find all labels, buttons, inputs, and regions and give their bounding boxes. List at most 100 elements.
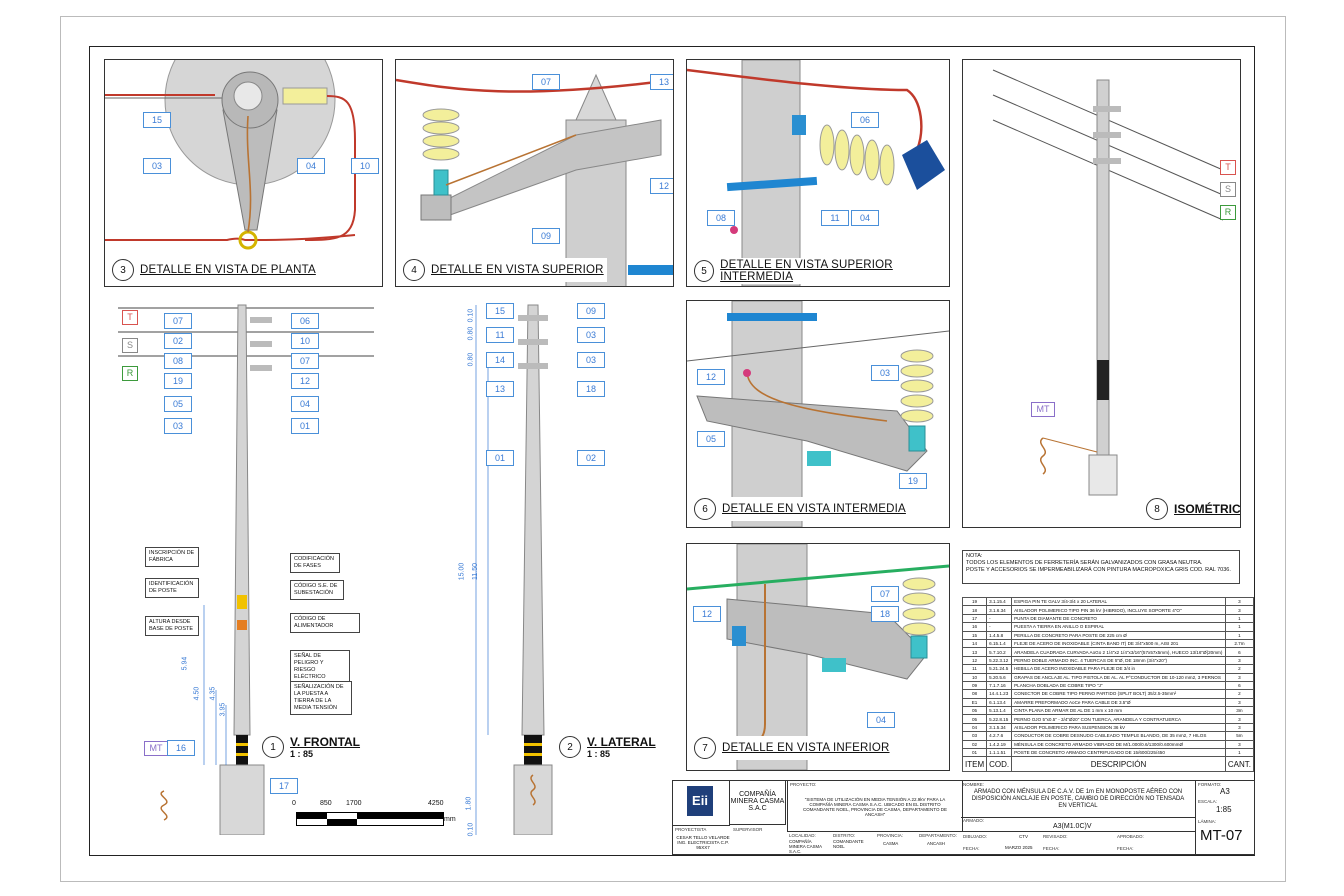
item-cell: 17 <box>961 613 988 624</box>
tag-10: 10 <box>351 158 379 174</box>
item-cell: E1 <box>961 697 988 708</box>
view-number: 7 <box>694 737 716 759</box>
item-cell: 11 <box>961 664 988 674</box>
detail-panel-isometric: T S R MT 8 ISOMÉTRICO <box>962 59 1241 528</box>
dim-435: 4.35 <box>209 686 217 701</box>
provincia-label: PROVINCIA: <box>877 833 904 838</box>
side-tag-03b: 03 <box>577 352 605 368</box>
tag-19: 19 <box>899 473 927 489</box>
dim-450: 4.50 <box>193 686 201 701</box>
dim-010a: 0.10 <box>467 308 475 323</box>
description-cell: PUESTA A TIERRA EN ANILLO O ESPIRAL <box>1011 622 1226 632</box>
header-quantity: CANT. <box>1224 756 1255 773</box>
parts-header-row: ITEM COD. DESCRIPCIÓN CANT. <box>961 756 1255 773</box>
view-title: DETALLE EN VISTA SUPERIOR <box>431 264 604 276</box>
front-phase-t: T <box>122 310 138 325</box>
note-line-1: TODOS LOS ELEMENTOS DE FERRETERÍA SERÁN … <box>966 560 1203 566</box>
phase-t-label: T <box>1220 160 1236 175</box>
view-title: DETALLE EN VISTA DE PLANTA <box>140 264 316 276</box>
side-tag-11: 11 <box>486 327 514 343</box>
tag-04: 04 <box>867 712 895 728</box>
escala-label: ESCALA: <box>1198 799 1218 804</box>
supervisor-label: SUPERVISOR <box>733 827 763 832</box>
detail-panel-lower: 12 07 18 04 7 DETALLE EN VISTA INFERIOR <box>686 543 950 771</box>
front-view-drawing <box>118 304 374 835</box>
formato-value: A3 <box>1220 787 1230 796</box>
front-tag-06: 06 <box>291 313 319 329</box>
item-cell: 12 <box>961 655 988 666</box>
item-cell: 02 <box>961 739 988 750</box>
code-cell: 14.4.1.23 <box>986 689 1013 699</box>
description-cell: POSTE DE CONCRETO ARMADO CENTRIFUGADO DE… <box>1011 748 1226 758</box>
description-cell: HEBILLA DE ACERO INOXIDABLE PARA FLEJE D… <box>1011 664 1226 674</box>
view-number: 8 <box>1146 498 1168 520</box>
localidad-label: LOCALIDAD: <box>789 833 816 838</box>
sign-substation-code: CÓDIGO S.E. DE SUBESTACIÓN <box>290 580 344 600</box>
code-cell: 5.22.3.12 <box>986 655 1013 666</box>
quantity-cell: 6 <box>1224 680 1255 691</box>
detail-panel-intermediate: 12 03 05 19 6 DETALLE EN VISTA INTERMEDI… <box>686 300 950 528</box>
view-number: 2 <box>559 736 581 758</box>
side-tag-01: 01 <box>486 450 514 466</box>
tag-12: 12 <box>693 606 721 622</box>
tag-07: 07 <box>871 586 899 602</box>
note-box: NOTA: TODOS LOS ELEMENTOS DE FERRETERÍA … <box>962 550 1240 584</box>
code-cell: 3.1.5.34 <box>986 722 1013 733</box>
tag-05: 05 <box>697 431 725 447</box>
quantity-cell: 3 <box>1224 697 1255 708</box>
front-tag-12: 12 <box>291 373 319 389</box>
front-tag-10: 10 <box>291 333 319 349</box>
view-number: 3 <box>112 259 134 281</box>
note-line-2: POSTE Y ACCESORIOS SE IMPERMEABILIZARÁ C… <box>966 567 1231 573</box>
description-cell: AISLADOR POLIMERICO PARA SUSPENSION 36 k… <box>1011 722 1226 733</box>
side-tag-14: 14 <box>486 352 514 368</box>
view-number: 5 <box>694 260 715 282</box>
fecha-label-2: FECHA: <box>1043 846 1060 851</box>
code-cell: 4.2.7.6 <box>986 731 1013 741</box>
description-cell: CINTA PLANA DE ARMAR DE AL DE 1 mm x 10 … <box>1011 706 1226 716</box>
quantity-cell: 3 <box>1224 655 1255 666</box>
item-cell: 10 <box>961 672 988 682</box>
front-tag-16: 16 <box>167 740 195 756</box>
item-cell: 05 <box>961 714 988 724</box>
item-cell: 09 <box>961 680 988 691</box>
view-label-1: 1 V. FRONTAL 1 : 85 <box>259 734 364 760</box>
dim-080b: 0.80 <box>467 352 475 367</box>
dibujado-value: CTV <box>1019 834 1028 839</box>
intermediate-top-drawing <box>687 60 945 286</box>
quantity-cell: 3 <box>1224 722 1255 733</box>
view-label-2: 2 V. LATERAL 1 : 85 <box>556 734 659 760</box>
quantity-cell: 3 <box>1224 714 1255 724</box>
front-tag-08: 08 <box>164 353 192 369</box>
dim-1500: 15.00 <box>458 562 466 581</box>
proyecto-value: "SISTEMA DE UTILIZACIÓN EN MEDIA TENSIÓN… <box>803 797 947 817</box>
tag-03: 03 <box>143 158 171 174</box>
proyectista-label: PROYECTISTA <box>675 827 707 832</box>
header-item: ITEM <box>961 756 988 773</box>
description-cell: GRAPAS DE ANCLAJE AL. TIPO PISTOLA DE AL… <box>1011 672 1226 682</box>
detail-panel-top: 07 13 12 09 4 DETALLE EN VISTA SUPERIOR <box>395 59 674 287</box>
quantity-cell: 3 <box>1224 672 1255 682</box>
code-cell: 3.1.6.34 <box>986 605 1013 615</box>
view-label-3: 3 DETALLE EN VISTA DE PLANTA <box>109 258 319 282</box>
item-cell: 15 <box>961 630 988 640</box>
description-cell: PUNTA DE DIAMANTE DE CONCRETO <box>1011 613 1226 624</box>
phase-s-label: S <box>1220 182 1236 197</box>
dim-594: 5.94 <box>181 656 189 671</box>
quantity-cell: 1 <box>1224 748 1255 758</box>
intermediate-drawing <box>687 301 949 527</box>
view-number: 4 <box>403 259 425 281</box>
view-label-6: 6 DETALLE EN VISTA INTERMEDIA <box>691 497 909 521</box>
dim-010b: 0.10 <box>467 822 475 837</box>
